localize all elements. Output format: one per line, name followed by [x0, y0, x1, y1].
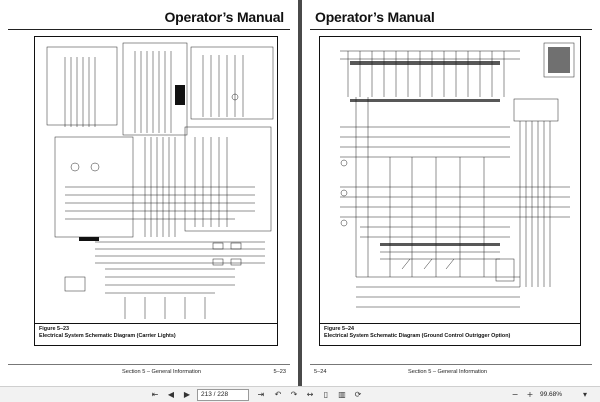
- last-page-icon[interactable]: ⇥: [257, 390, 265, 399]
- page-number-input[interactable]: 213 / 228: [197, 389, 249, 401]
- footer-rule: [8, 364, 290, 365]
- header-rule: [8, 29, 290, 30]
- zoom-level[interactable]: 99.68%: [540, 391, 563, 398]
- fit-width-icon[interactable]: ↔: [306, 390, 314, 399]
- header-rule: [310, 29, 592, 30]
- single-page-icon[interactable]: ▯: [323, 390, 329, 399]
- spread-icon[interactable]: ▥: [338, 390, 346, 399]
- figure-caption: Figure 5–24 Electrical System Schematic …: [320, 323, 580, 345]
- footer-section: Section 5 – General Information: [122, 369, 201, 375]
- zoom-out-icon[interactable]: −: [511, 390, 519, 399]
- page-header-title: Operator’s Manual: [164, 9, 284, 25]
- footer-page-number: 5–24: [314, 369, 327, 375]
- figure-number: Figure 5–23: [39, 326, 69, 332]
- footer-page-number: 5–23: [273, 369, 286, 375]
- next-page-icon[interactable]: ▶: [183, 390, 191, 399]
- figure-number: Figure 5–24: [324, 326, 354, 332]
- footer-section: Section 5 – General Information: [408, 369, 487, 375]
- right-page: Operator’s Manual: [302, 0, 600, 386]
- figure-title: Electrical System Schematic Diagram (Car…: [39, 333, 176, 339]
- rotate-icon[interactable]: ⟳: [354, 390, 362, 399]
- viewer-toolbar: ⇤ ◀ ▶ 213 / 228 ⇥ ↶ ↷ ↔ ▯ ▥ ⟳ − + 99.68%…: [0, 386, 600, 402]
- prev-page-icon[interactable]: ◀: [167, 390, 175, 399]
- footer-rule: [310, 364, 592, 365]
- forward-icon[interactable]: ↷: [290, 390, 298, 399]
- figure-caption: Figure 5–23 Electrical System Schematic …: [35, 323, 277, 345]
- figure-title: Electrical System Schematic Diagram (Gro…: [324, 333, 511, 339]
- page-header-title: Operator’s Manual: [315, 9, 435, 25]
- schematic-carrier-lights: [46, 42, 274, 319]
- schematic-frame-carrier-lights: Figure 5–23 Electrical System Schematic …: [34, 36, 278, 346]
- schematic-ground-control-outrigger: [340, 42, 575, 308]
- chevron-down-icon[interactable]: ▾: [582, 390, 587, 399]
- left-page: Operator’s Manual: [0, 0, 298, 386]
- first-page-icon[interactable]: ⇤: [151, 390, 159, 399]
- zoom-in-icon[interactable]: +: [526, 390, 534, 399]
- schematic-frame-outrigger: Figure 5–24 Electrical System Schematic …: [319, 36, 581, 346]
- back-icon[interactable]: ↶: [274, 390, 282, 399]
